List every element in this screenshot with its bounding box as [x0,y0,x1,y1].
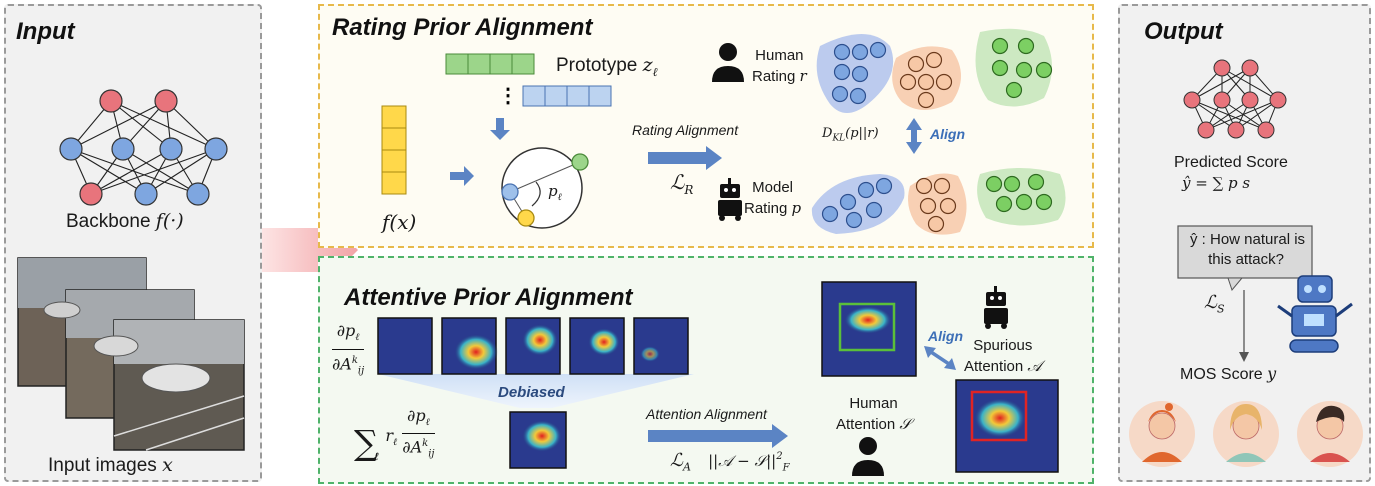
output-panel: Output [1118,4,1371,482]
backbone-label: Backbone f(·) [66,210,184,232]
rating-title: Rating Prior Alignment [332,14,593,41]
attention-title: Attentive Prior Alignment [344,284,633,311]
question-box [1177,225,1313,279]
input-image-stack [17,257,245,451]
sum-index: ℓ [374,450,379,463]
output-network-icon [1183,59,1287,139]
backbone-network-icon [17,89,245,451]
loss-s-label: ℒS [1204,292,1225,316]
output-title: Output [1144,18,1223,45]
question-text: ŷ : How natural is this attack? [1190,231,1306,268]
feature-vector-icon [381,105,407,195]
rating-align-label: Align [930,126,965,142]
output-graphics [1129,59,1363,467]
prototype-vector-green-icon [445,53,535,75]
loss-a-formula: ℒA ||𝒜 − 𝒮||2F [670,450,790,474]
input-title: Input [16,18,75,45]
gradient-fraction: ∂pℓ ∂Akij [332,321,365,377]
human-rating-icon [712,43,744,82]
attention-graphics [377,281,1059,476]
svg-text:⋮: ⋮ [498,85,518,107]
fx-label: f(x) [382,210,417,234]
attentive-prior-panel: Attentive Prior Alignment [318,256,1094,484]
spurious-attention-label: Spurious Attention 𝒜 [964,337,1042,375]
gradient-heatmap-row [377,317,689,375]
attention-alignment-label: Attention Alignment [646,406,767,422]
spurious-robot-icon [984,286,1008,329]
output-robot-icon [1277,275,1353,353]
weighted-sum-formula: ∑ rℓ ∂pℓ ∂Akij [354,406,435,464]
input-panel: Input [4,4,262,482]
rating-alignment-label: Rating Alignment [632,122,739,138]
input-images-label: Input images x [48,454,173,476]
debiased-label: Debiased [498,384,565,401]
rating-prior-panel: Rating Prior Alignment ⋮ [318,4,1094,248]
rater-avatars [1129,401,1363,467]
model-rating-label: Model Rating p [744,179,802,217]
human-rating-label: Human Rating r [752,47,807,85]
predicted-score-formula: ŷ = ∑ p s [1182,174,1251,192]
prototype-vector-blue-icon [522,85,612,107]
rating-graphics: ⋮ [381,28,1066,235]
model-robot-icon [718,178,742,221]
dkl-label: DKL(p||r) [822,126,879,144]
human-attention-icon [852,437,884,476]
mos-score-label: MOS Score y [1180,364,1277,383]
human-attention-label: Human Attention 𝒮 [836,395,912,433]
prototype-label: Prototype zℓ [556,54,658,79]
loss-r-label: ℒR [670,170,694,197]
attention-align-label: Align [928,328,963,344]
predicted-score-label: Predicted Score [1174,154,1288,171]
p-ell-label: pℓ [548,182,562,203]
